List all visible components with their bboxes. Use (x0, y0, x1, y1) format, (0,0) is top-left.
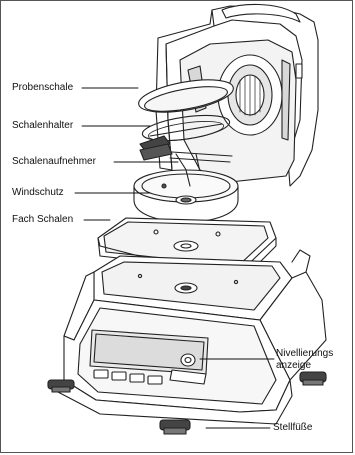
keypad-button (112, 372, 126, 380)
draft-shield (134, 170, 238, 222)
instrument-base (58, 250, 326, 424)
keypad-button (94, 370, 108, 378)
level-indicator (181, 354, 195, 366)
label-stellfuesse: Stellfüße (273, 422, 312, 434)
label-windschutz: Windschutz (12, 187, 64, 199)
label-probenschale: Probenschale (12, 82, 73, 94)
label-nivellierungs: Nivellierungs (276, 348, 333, 360)
label-fach-schalen: Fach Schalen (12, 214, 73, 226)
label-schalenaufnehmer: Schalenaufnehmer (12, 156, 96, 168)
label-anzeige: anzeige (276, 360, 311, 372)
label-schalenhalter: Schalenhalter (12, 120, 73, 132)
keypad-button (130, 374, 144, 382)
keypad-button (148, 376, 162, 384)
